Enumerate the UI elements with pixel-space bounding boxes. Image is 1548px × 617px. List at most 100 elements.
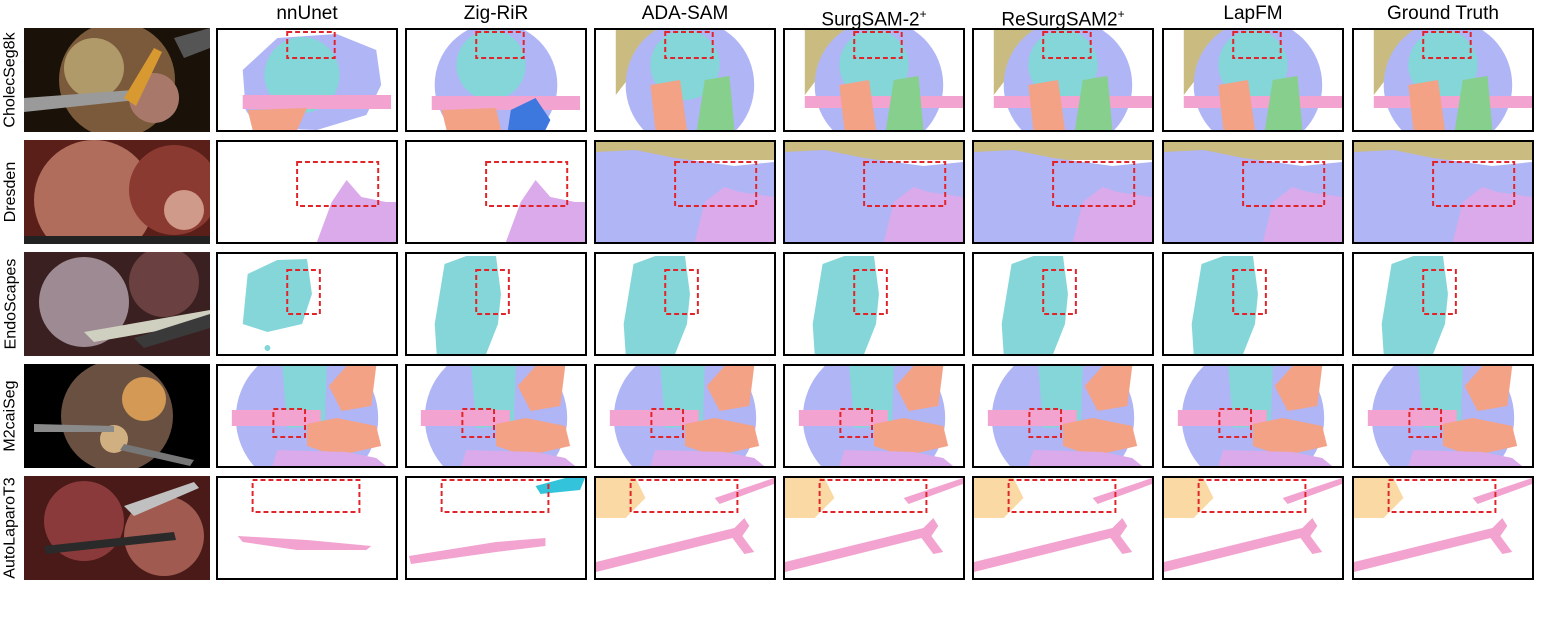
segmentation-panel: [594, 364, 776, 468]
mask-region: [1164, 478, 1214, 518]
segmentation-panel: [594, 28, 776, 132]
segmentation-panel: [1162, 364, 1344, 468]
instrument-mask: [408, 538, 546, 564]
segmentation-panel: [783, 28, 965, 132]
segmentation-panel: [1352, 28, 1534, 132]
mask-region: [1381, 256, 1448, 354]
segmentation-panel: [216, 252, 398, 356]
column-header-text: nnUnet: [276, 3, 338, 24]
mask-region: [1274, 366, 1323, 411]
instrument-mask: [903, 478, 963, 504]
mask-region: [1443, 418, 1518, 456]
segmentation-panel: [1162, 252, 1344, 356]
highlight-box: [272, 408, 307, 438]
instrument: [134, 314, 210, 348]
highlight-box: [664, 31, 714, 59]
mask-region: [1074, 76, 1113, 130]
mask-region: [441, 108, 501, 130]
highlight-box: [629, 479, 739, 513]
mask-region: [885, 76, 924, 130]
highlight-box: [286, 31, 336, 59]
column-header-text: ReSurgSAM2: [1001, 9, 1118, 31]
segmentation-panel: [783, 476, 965, 580]
mask-region: [685, 418, 760, 456]
instrument-mask: [974, 518, 1133, 572]
segmentation-panel: [972, 140, 1154, 244]
instrument: [34, 424, 114, 432]
column-header-superscript: +: [919, 7, 927, 21]
instrument-mask: [431, 96, 581, 110]
highlight-box: [1387, 479, 1497, 513]
column-header-text: Ground Truth: [1387, 3, 1499, 24]
segmentation-panel: [594, 252, 776, 356]
segmentation-panel: [1352, 140, 1534, 244]
mask-region: [34, 140, 154, 244]
tissue: [124, 48, 162, 106]
segmentation-panel: [594, 476, 776, 580]
highlight-box: [461, 408, 496, 438]
mask-region: [696, 76, 735, 130]
input-image: [24, 476, 210, 580]
mask-region: [517, 366, 566, 411]
column-header: Ground Truth: [1352, 2, 1534, 26]
highlight-box: [863, 161, 947, 207]
mask-region: [272, 450, 387, 466]
mask-region: [1454, 76, 1493, 130]
column-header: ReSurgSAM2+: [972, 2, 1154, 30]
mask-region: [1464, 366, 1513, 411]
instrument-mask: [1373, 96, 1532, 108]
segmentation-panel: [405, 140, 587, 244]
mask-region: [812, 256, 879, 354]
mask-region: [1028, 80, 1065, 130]
highlight-box: [853, 269, 888, 315]
mask-region: [264, 37, 340, 113]
segmentation-panel: [405, 364, 587, 468]
mask-region: [1354, 478, 1404, 518]
mask-region: [316, 180, 396, 242]
highlight-box: [674, 161, 758, 207]
mask-region: [129, 252, 199, 317]
column-header-text: Zig-RiR: [463, 3, 529, 24]
highlight-box: [1432, 161, 1516, 207]
row-label: CholecSeg8k: [0, 28, 22, 132]
highlight-box: [296, 161, 380, 207]
mask-region: [1028, 450, 1143, 466]
mask-region: [64, 38, 124, 98]
mask-region: [242, 259, 312, 332]
row-label-text: AutoLaparoT3: [2, 477, 19, 579]
mask-region: [328, 366, 377, 411]
instrument-mask: [242, 95, 392, 109]
highlight-box: [475, 269, 510, 315]
mask-region: [1084, 366, 1133, 411]
instrument: [120, 444, 194, 466]
instrument-mask: [1367, 410, 1457, 426]
mask-region: [1264, 76, 1303, 130]
input-image: [24, 140, 210, 244]
instrument-mask: [804, 96, 963, 108]
mask-region: [456, 30, 526, 100]
mask-region: [1253, 418, 1328, 456]
instrument-mask: [798, 410, 888, 426]
instrument-mask: [785, 518, 944, 572]
segmentation-panel: [405, 476, 587, 580]
mask-region: [1072, 187, 1152, 242]
instrument-mask: [1472, 478, 1532, 504]
mask-region: [706, 366, 755, 411]
mask-region: [1063, 418, 1138, 456]
instrument-mask: [507, 98, 551, 130]
segmentation-panel: [783, 364, 965, 468]
mask-region: [596, 478, 646, 518]
row-label: EndoScapes: [0, 252, 22, 356]
column-header-text: SurgSAM-2: [821, 9, 920, 31]
column-header: ADA-SAM: [594, 2, 776, 26]
column-header: Zig-RiR: [405, 2, 587, 26]
column-header: nnUnet: [216, 2, 398, 26]
mask-region: [839, 450, 954, 466]
instrument-mask: [1282, 478, 1342, 504]
mask-region: [496, 418, 571, 456]
segmentation-panel: [216, 28, 398, 132]
instrument-mask: [231, 410, 321, 426]
highlight-box: [1042, 269, 1077, 315]
column-header: SurgSAM-2+: [783, 2, 965, 30]
column-header-text: ADA-SAM: [641, 3, 729, 24]
